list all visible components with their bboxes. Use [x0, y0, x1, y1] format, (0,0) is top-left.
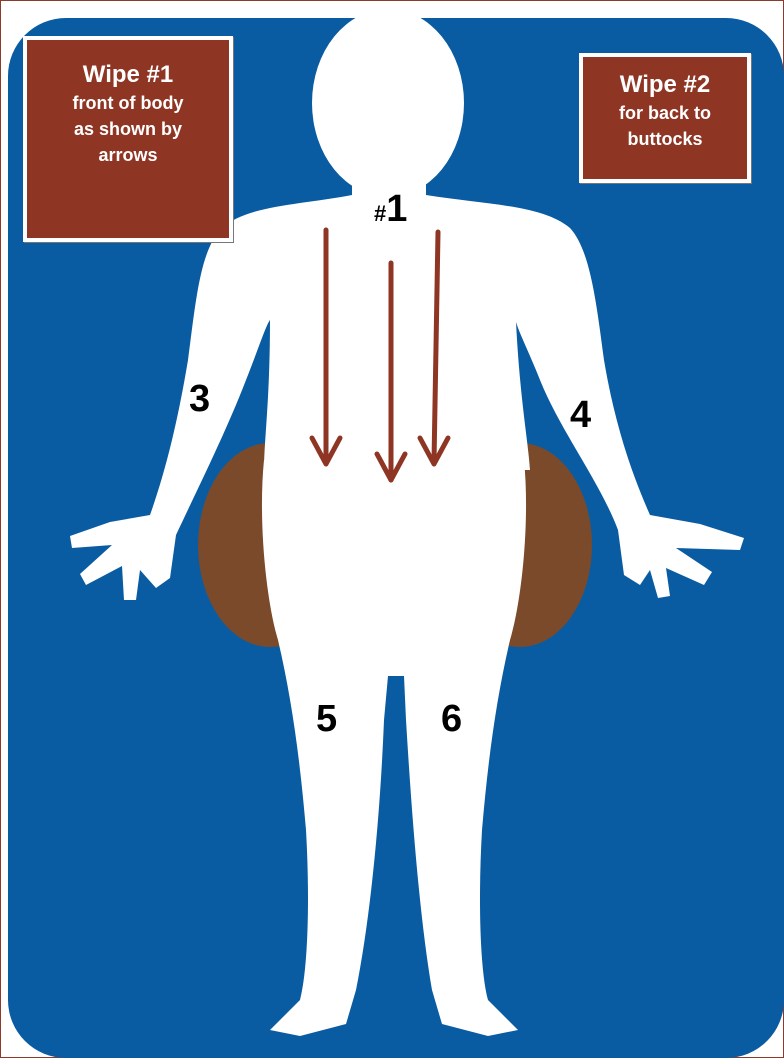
wipe-1-title: Wipe #1: [27, 60, 229, 90]
wipe-1-label-box: Wipe #1 front of body as shown by arrows: [23, 36, 233, 242]
wipe-1-line: front of body: [27, 90, 229, 116]
wipe-2-line: buttocks: [583, 126, 747, 152]
marker-left-leg: 5: [316, 700, 337, 738]
wipe-2-line: for back to: [583, 100, 747, 126]
marker-torso: #1: [374, 190, 407, 233]
wipe-2-title: Wipe #2: [583, 70, 747, 100]
marker-right-arm: 4: [570, 396, 591, 434]
marker-left-arm: 3: [189, 380, 210, 418]
wipe-1-line: as shown by: [27, 116, 229, 142]
wipe-1-line: arrows: [27, 142, 229, 168]
marker-torso-number: 1: [386, 188, 407, 230]
wipe-2-label-box: Wipe #2 for back to buttocks: [579, 53, 751, 183]
marker-right-leg: 6: [441, 700, 462, 738]
marker-torso-prefix: #: [374, 201, 386, 226]
